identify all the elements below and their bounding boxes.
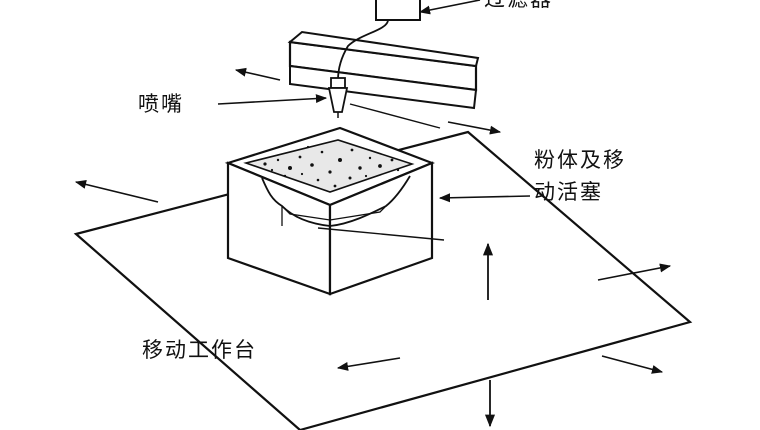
- table-arrow-right: [597, 263, 672, 281]
- powder-piston-label-line2: 动活塞: [534, 180, 603, 204]
- table-arrow-lower-left: [336, 357, 401, 371]
- nozzle-pointer: [217, 94, 328, 105]
- table-arrow-left: [74, 180, 159, 203]
- nozzle: [327, 77, 349, 118]
- filter-label: 过滤器: [484, 0, 553, 12]
- filter-pointer: [418, 0, 481, 15]
- feed-tube: [337, 19, 389, 81]
- rail-guide-line: [349, 103, 441, 129]
- rail-arrow-left: [234, 67, 281, 81]
- work-table-label: 移动工作台: [142, 338, 257, 362]
- filter-box: [375, 0, 421, 21]
- gantry-rail: [287, 30, 480, 110]
- powder-piston-label-line1: 粉体及移: [534, 148, 626, 172]
- powder-box: [224, 126, 445, 296]
- powder-speckle: [263, 145, 400, 188]
- rail-arrow-right: [447, 121, 502, 135]
- nozzle-label: 喷嘴: [138, 92, 184, 116]
- powder-piston-pointer: [438, 193, 531, 203]
- table-arrow-lower-right: [601, 355, 664, 374]
